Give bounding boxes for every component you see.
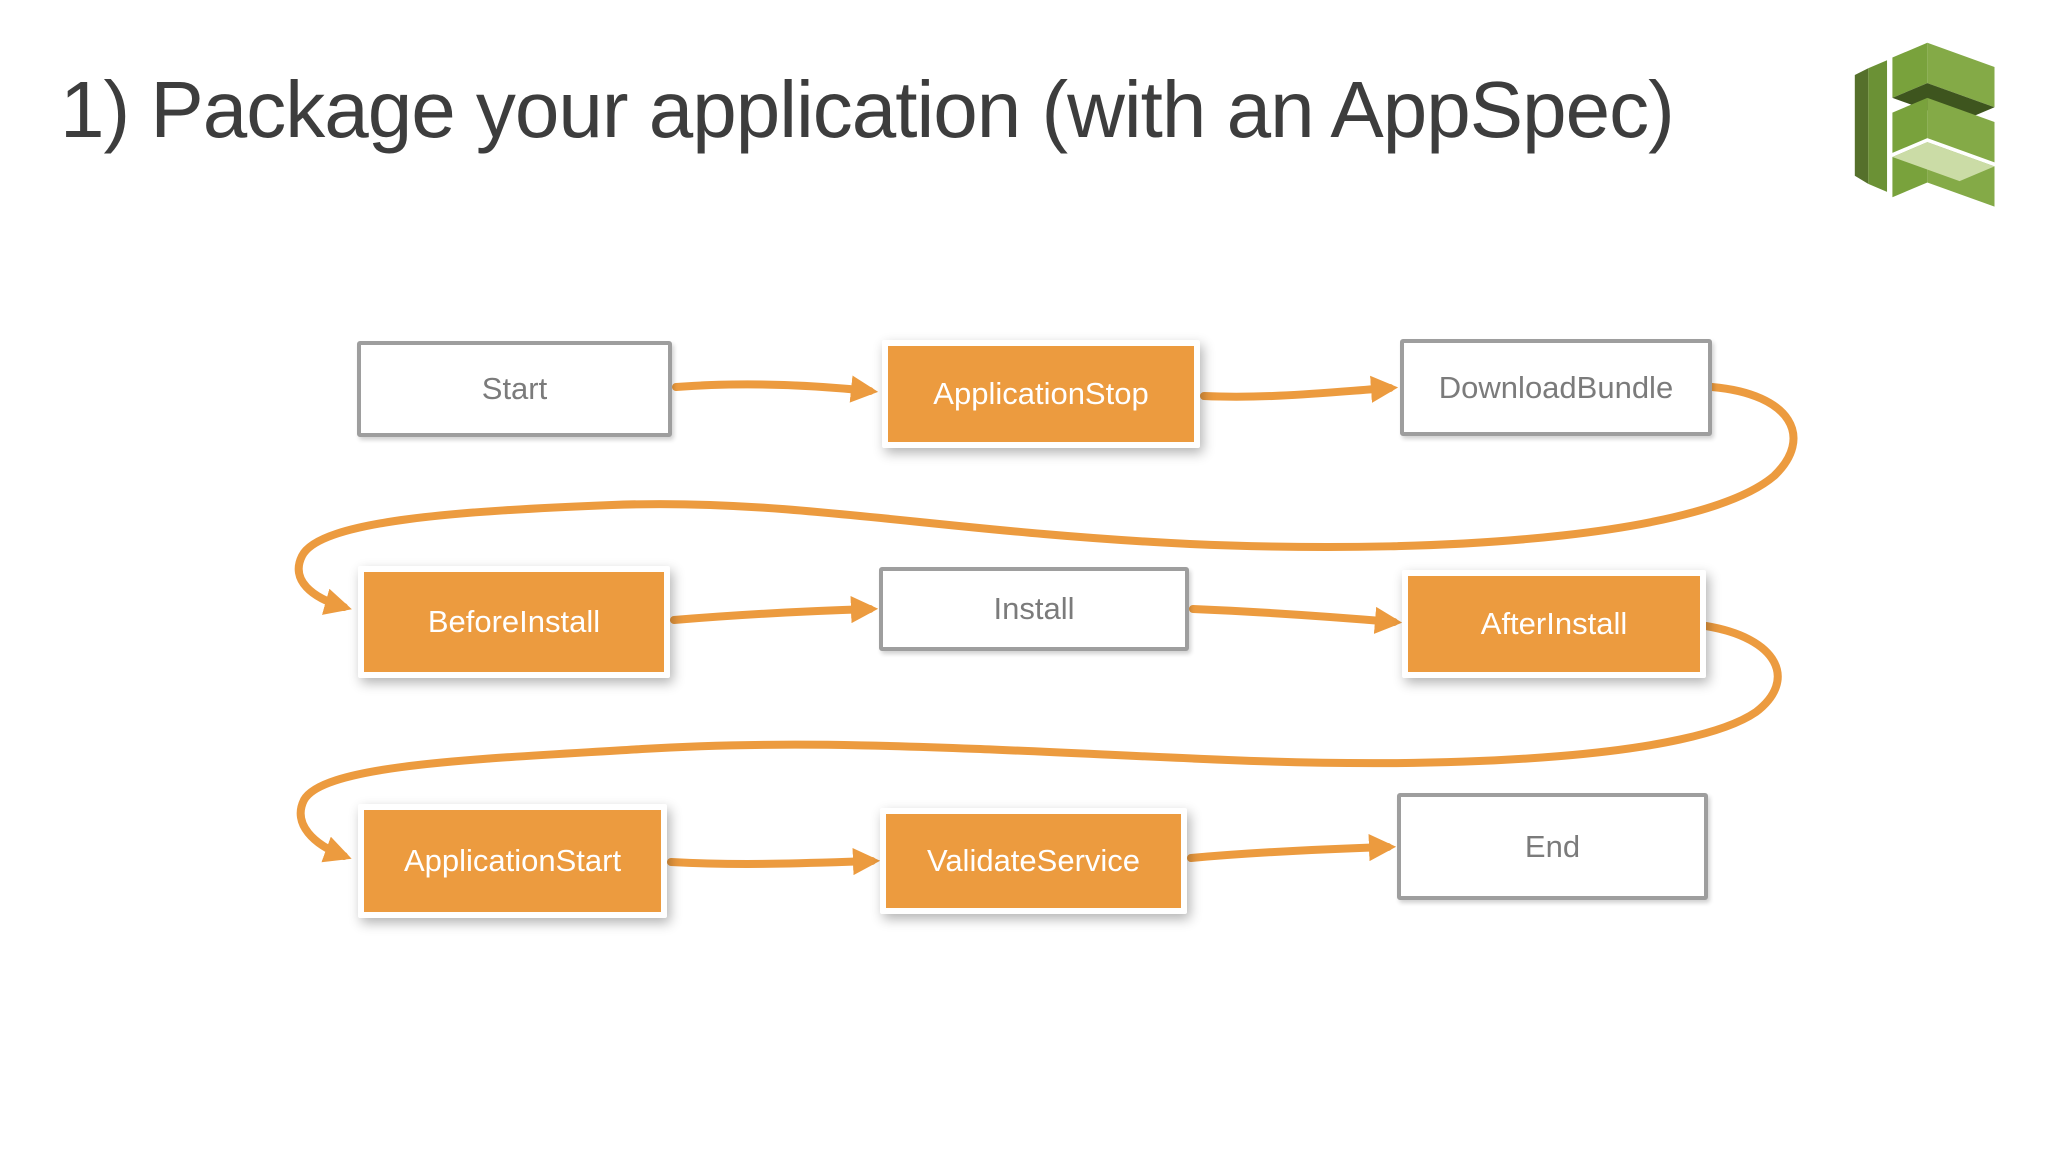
node-end: End <box>1397 793 1708 900</box>
node-before-install: BeforeInstall <box>358 566 670 678</box>
node-end-label: End <box>1524 828 1581 864</box>
edge-beforeinstall-to-install <box>670 596 879 624</box>
node-install: Install <box>879 567 1189 651</box>
node-application-start-label: ApplicationStart <box>403 843 622 878</box>
edge-install-to-afterinstall <box>1189 605 1403 634</box>
node-start-label: Start <box>481 371 548 406</box>
aws-codedeploy-icon <box>1854 42 1995 207</box>
node-application-start: ApplicationStart <box>358 804 667 918</box>
node-after-install-label: AfterInstall <box>1480 606 1628 641</box>
edge-validateservice-to-end <box>1187 834 1397 862</box>
node-validate-service: ValidateService <box>880 808 1187 914</box>
node-application-stop-label: ApplicationStop <box>933 376 1149 411</box>
node-application-stop: ApplicationStop <box>882 340 1200 448</box>
node-validate-service-label: ValidateService <box>926 843 1141 878</box>
node-install-label: Install <box>993 591 1075 626</box>
edge-applicationstart-to-validateservice <box>667 848 881 876</box>
edge-start-to-applicationstop <box>672 375 879 403</box>
node-after-install: AfterInstall <box>1402 570 1706 678</box>
node-download-bundle-label: DownloadBundle <box>1438 369 1674 405</box>
node-start: Start <box>357 341 672 437</box>
slide-title: 1) Package your application (with an App… <box>60 65 1675 154</box>
node-before-install-label: BeforeInstall <box>427 604 601 639</box>
edge-applicationstop-to-downloadbundle <box>1200 375 1399 403</box>
node-download-bundle: DownloadBundle <box>1400 339 1712 436</box>
